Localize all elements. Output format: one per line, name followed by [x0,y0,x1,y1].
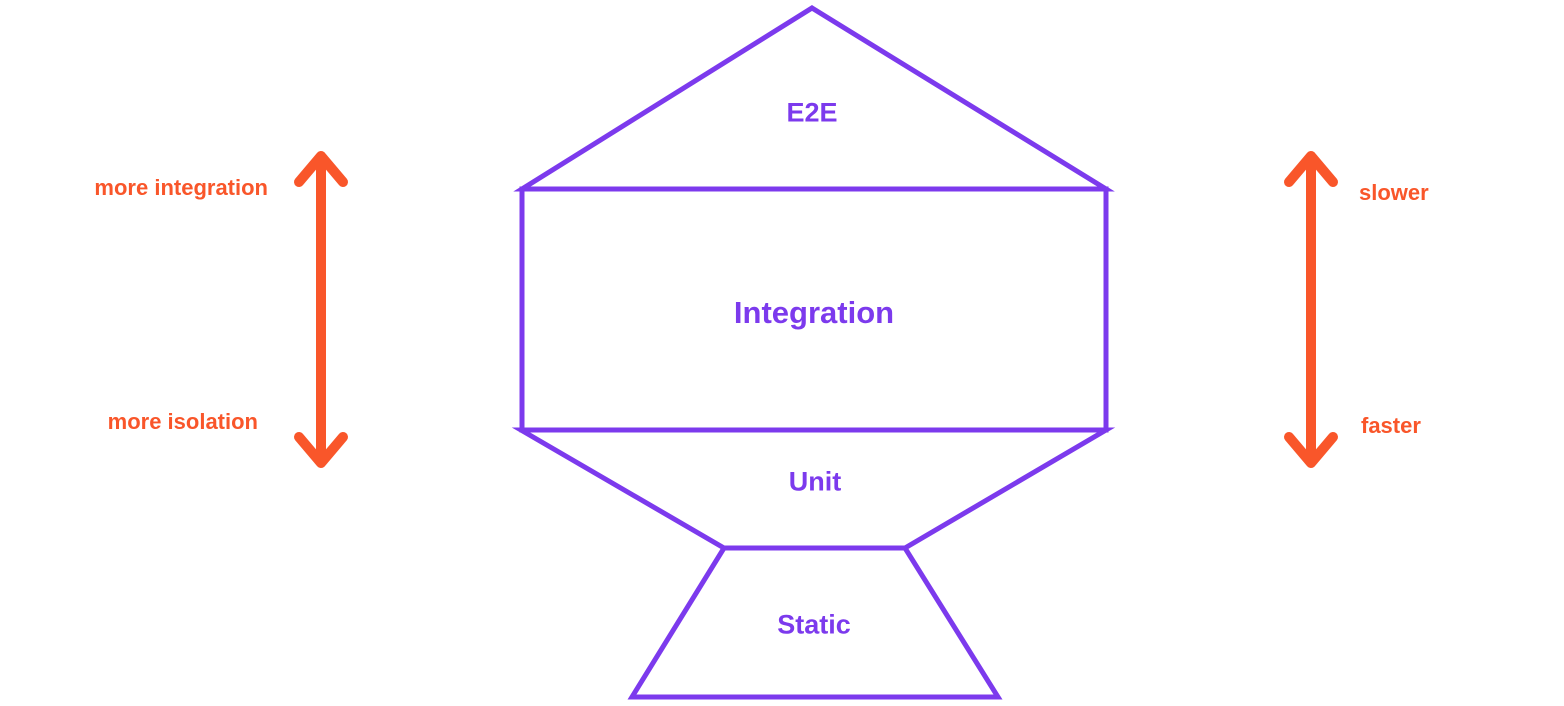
left-axis-arrow [294,151,348,468]
axis-label-slower: slower [1359,180,1429,205]
axis-label-more-isolation: more isolation [107,409,258,434]
left-arrow-down-head [294,432,348,468]
right-arrow-up-head [1284,151,1338,187]
axis-label-faster: faster [1361,413,1421,438]
right-arrow-down-head [1284,432,1338,468]
left-arrow-up-head [294,151,348,187]
shape-static-trapezoid[interactable] [627,545,1003,700]
layer-label-integration: Integration [733,295,895,330]
layer-label-unit: Unit [788,466,842,497]
layer-label-static: Static [777,609,851,640]
layer-label-e2e: E2E [786,97,838,128]
axis-label-more-integration: more integration [94,175,268,200]
right-axis-arrow [1284,151,1338,468]
